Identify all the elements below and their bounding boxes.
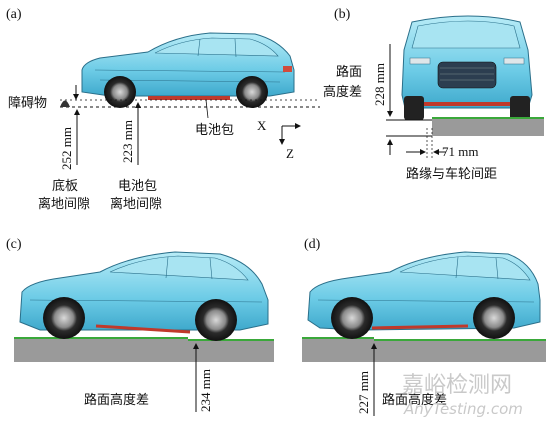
panel-c: (c) 234 mm 路面高度差 (6, 237, 274, 412)
battery-leader (205, 99, 209, 119)
right-tire-b (510, 96, 530, 120)
x-axis-label: X (257, 118, 267, 133)
height-value-b: 228 mm (372, 63, 387, 106)
caption-d: 路面高度差 (382, 392, 447, 408)
panel-a-label: (a) (6, 7, 22, 22)
battery-caption-2: 离地间隙 (110, 196, 162, 212)
watermark-line-1: 嘉峪检测网 (402, 373, 512, 398)
left-tire-b (404, 96, 424, 120)
grille (437, 61, 497, 89)
panel-a: (a) 障碍物 252 mm 223 mm 底板 离地间隙 电池包 (6, 7, 320, 212)
rear-wheel-d (473, 297, 515, 339)
z-axis-label: Z (286, 146, 294, 161)
panel-b-label: (b) (334, 7, 351, 22)
watermark-line-2: AnyTesting.com (403, 400, 523, 418)
rear-wheel-c (195, 299, 237, 341)
obstacle-shape (60, 100, 70, 107)
ground-high-c (188, 340, 274, 362)
panel-b: (b) 228 mm 路面 高度差 (323, 7, 544, 182)
ground-high-d (374, 340, 546, 362)
ground-low-d (302, 338, 374, 362)
battery-pack-d (371, 324, 469, 330)
curb-dim-value: 71 mm (442, 144, 478, 159)
battery-pack-a (148, 96, 230, 100)
front-wheel-c (43, 297, 85, 339)
front-wheel-a (104, 76, 136, 108)
panel-d: (d) 227 mm 路面高度差 (302, 237, 546, 416)
battery-clearance-value: 223 mm (120, 120, 135, 163)
battery-pack-b (416, 102, 516, 106)
rear-wheel-a (236, 76, 268, 108)
tail-light (283, 66, 292, 72)
height-label-b-2: 高度差 (323, 84, 362, 100)
panel-d-label: (d) (304, 237, 321, 252)
curb-block (432, 118, 544, 136)
panel-c-label: (c) (6, 237, 22, 252)
front-wheel-d (331, 297, 373, 339)
height-value-c: 234 mm (198, 369, 213, 412)
battery-pack-label: 电池包 (195, 123, 234, 138)
height-label-b-1: 路面 (336, 64, 362, 80)
obstacle-label: 障碍物 (8, 96, 47, 111)
car-side-a (81, 32, 295, 97)
battery-caption-1: 电池包 (118, 179, 157, 194)
car-front-b (401, 15, 533, 109)
height-value-d: 227 mm (356, 371, 371, 414)
floor-caption-2: 离地间隙 (38, 196, 90, 212)
battery-pack-c (95, 324, 191, 334)
caption-c: 路面高度差 (84, 392, 149, 408)
curb-caption: 路缘与车轮间距 (406, 166, 497, 182)
ground-low-c (14, 338, 188, 362)
floor-caption-1: 底板 (52, 178, 78, 194)
floor-clearance-value: 252 mm (59, 127, 74, 170)
